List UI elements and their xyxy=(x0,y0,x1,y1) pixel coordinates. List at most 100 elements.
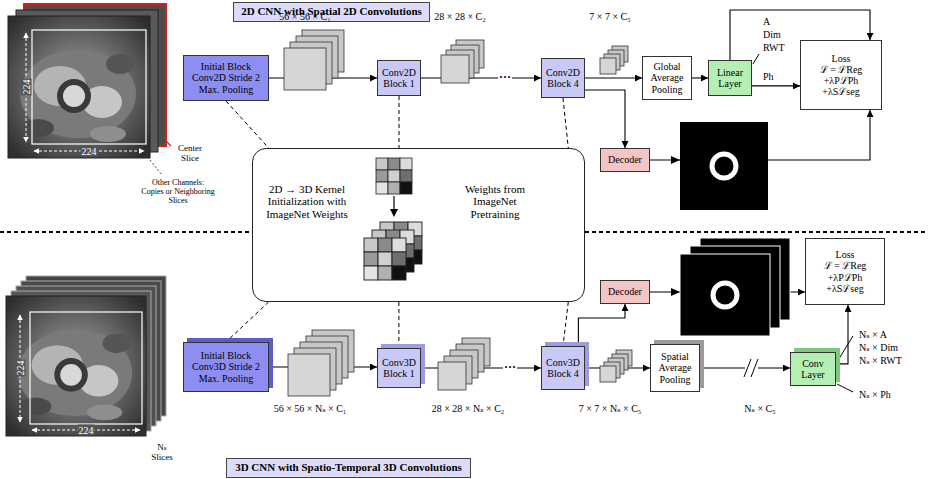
dashed-link xyxy=(563,98,568,148)
feature-volume xyxy=(288,330,632,396)
decoder-box: Decoder xyxy=(600,148,650,172)
connector-arrow xyxy=(578,304,625,346)
diagram-label: Nₛ Slices xyxy=(146,443,178,463)
break-mark xyxy=(745,359,758,377)
edge-label: ··· xyxy=(503,361,517,374)
node-text: Loss xyxy=(836,249,855,260)
connector-arrow xyxy=(585,77,642,78)
diagram-label: Dim xyxy=(762,29,782,40)
diagram-label: 56 × 56 × C₁ xyxy=(278,11,331,22)
loss-box: Lossℒ = ℒReg+λPℒPh+λSℒseg xyxy=(800,40,882,110)
section-title: 2D CNN with Spatial 2D Convolutions xyxy=(233,2,430,22)
section-divider xyxy=(0,231,252,233)
break-mark xyxy=(751,359,758,377)
segmentation-stack xyxy=(713,283,737,307)
diagram-label: Nₛ × RWT xyxy=(858,355,903,366)
mri-slice-stack xyxy=(6,296,146,436)
feature-map xyxy=(284,48,326,90)
node-text: +λSℒseg xyxy=(826,283,863,294)
kernel-illustration xyxy=(364,238,406,280)
conv-block: Conv2D Block 4 xyxy=(541,58,585,98)
pooling-box: Spatial Average Pooling xyxy=(650,344,700,392)
mri-input-stack xyxy=(8,16,150,158)
node-text: +λPℒPh xyxy=(828,272,863,283)
leader-line xyxy=(837,336,853,362)
node-text: Conv2D Block 4 xyxy=(544,67,582,89)
diagram-label: 224 xyxy=(21,79,32,96)
mri-input-stack xyxy=(166,141,171,146)
connector-arrow xyxy=(421,77,541,78)
init-panel: 2D → 3D Kernel Initialization with Image… xyxy=(252,148,585,302)
diagram-label: 224 xyxy=(81,146,98,157)
mri-input-stack xyxy=(32,30,146,144)
diagram-label: 224 xyxy=(15,360,26,377)
break-mark xyxy=(744,359,751,377)
diagram-label: Ph xyxy=(762,71,775,82)
leader-line xyxy=(837,384,853,392)
diagram-label: A xyxy=(762,16,771,27)
decoder-box: Decoder xyxy=(600,280,650,304)
diagram-label: 56 × 56 × Nₛ × C₁ xyxy=(273,403,348,414)
mri-slice-stack xyxy=(6,276,166,436)
node-text: Conv Layer xyxy=(793,358,833,380)
feature-volume xyxy=(438,362,466,390)
connector-arrow xyxy=(752,85,800,86)
diagram-label: Nₛ × Ph xyxy=(858,389,892,400)
conv-block: Conv3D Block 4 xyxy=(541,346,585,390)
feature-map xyxy=(441,55,469,83)
node-text: Decoder xyxy=(608,154,642,165)
segmentation-mask xyxy=(671,156,680,164)
segmentation-mask xyxy=(671,122,768,210)
kernel-illustration xyxy=(393,196,394,210)
diagram-label: Nₛ × Dim xyxy=(858,342,899,353)
section-divider xyxy=(0,232,928,233)
initial-block: Initial Block Conv3D Stride 2 Max. Pooli… xyxy=(183,342,269,392)
output-layer: Linear Layer xyxy=(708,60,752,96)
node-text: Weights from ImageNet Pretraining xyxy=(453,183,537,220)
leader-line xyxy=(753,54,759,64)
node-text: Initial Block Conv2D Stride 2 Max. Pooli… xyxy=(186,61,266,95)
node-text: Conv3D Block 4 xyxy=(544,357,582,379)
dashed-link xyxy=(226,101,269,148)
conv-block: Conv2D Block 1 xyxy=(377,60,421,96)
segmentation-stack xyxy=(671,288,680,296)
segmentation-mask xyxy=(680,122,768,210)
node-text: Initial Block Conv3D Stride 2 Max. Pooli… xyxy=(186,350,266,384)
connector-arrow xyxy=(692,77,708,78)
loss-box: Lossℒ = ℒReg+λPℒPh+λSℒseg xyxy=(805,238,885,305)
feature-map xyxy=(600,58,616,74)
section-divider xyxy=(585,231,928,233)
dashed-link xyxy=(226,302,269,342)
mri-slice-stack xyxy=(30,312,142,424)
feature-volume xyxy=(600,366,616,382)
diagram-label: 28 × 28 × C₂ xyxy=(433,11,486,22)
kernel-illustration xyxy=(364,158,422,280)
mri-input-stack xyxy=(150,160,162,175)
mri-slice-stack xyxy=(6,296,146,436)
node-text: Loss xyxy=(832,53,851,64)
diagram-label: Center Slice xyxy=(171,144,209,164)
diagram-label: Nₛ × C₅ xyxy=(743,403,776,414)
dashed-link xyxy=(563,302,568,346)
node-text: 3D CNN with Spatio-Temporal 3D Convoluti… xyxy=(235,461,462,473)
mri-input-stack xyxy=(8,4,171,175)
node-text: 2D → 3D Kernel Initialization with Image… xyxy=(261,183,353,220)
diagram-label: RWT xyxy=(762,42,786,53)
node-text: +λPℒPh xyxy=(824,75,859,86)
mri-input-stack xyxy=(8,16,150,158)
connector-arrow xyxy=(836,305,848,364)
node-text: Spatial Average Pooling xyxy=(653,351,697,385)
edge-label: ··· xyxy=(498,71,512,84)
initial-block: Initial Block Conv2D Stride 2 Max. Pooli… xyxy=(183,55,269,101)
dashed-link xyxy=(398,302,399,348)
segmentation-mask xyxy=(712,154,736,178)
node-text: Linear Layer xyxy=(711,67,749,89)
node-text: Conv2D Block 1 xyxy=(380,67,418,89)
pooling-box: Global Average Pooling xyxy=(642,56,692,100)
node-text: +λSℒseg xyxy=(822,86,859,97)
conv-block: Conv3D Block 1 xyxy=(377,348,421,388)
section-title: 3D CNN with Spatio-Temporal 3D Convoluti… xyxy=(226,458,471,478)
dashed-link xyxy=(399,96,400,148)
node-text: 2D CNN with Spatial 2D Convolutions xyxy=(241,5,422,17)
